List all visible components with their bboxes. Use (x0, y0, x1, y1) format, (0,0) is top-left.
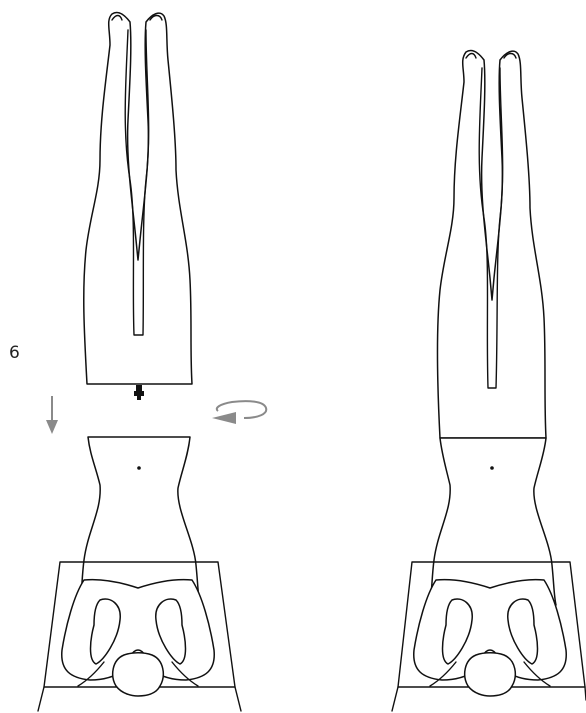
left-figure (38, 12, 266, 711)
rotate-arrow-icon (212, 401, 266, 424)
right-figure (392, 50, 586, 711)
legs-piece-right (437, 50, 546, 438)
connector-peg (136, 385, 142, 391)
legs-piece-left (84, 12, 192, 400)
down-arrow-icon (46, 396, 58, 434)
